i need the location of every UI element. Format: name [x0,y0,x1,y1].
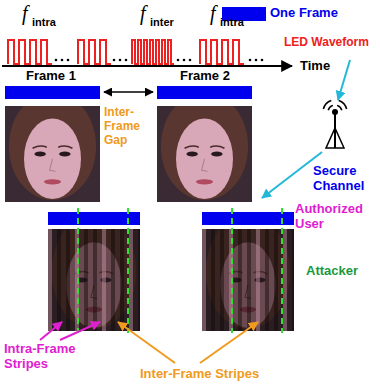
nose [202,159,208,171]
stripe [84,229,88,331]
stripe [274,229,278,331]
eye [186,152,197,157]
eye [34,152,45,157]
striped-face-image [48,229,140,331]
pointer-arrow [200,322,258,363]
channel-label: Secure Channel [313,164,377,194]
stripe [202,229,206,331]
eyebrow [185,146,199,148]
legend-text: One Frame [270,6,338,21]
stripe-label: Intra-Frame Stripes [4,342,96,372]
stripe [265,229,269,331]
nose [50,159,56,171]
radio-wave [339,101,347,109]
face-skin [176,118,233,199]
stripe [57,229,61,331]
frame-boundary [231,208,233,333]
face-skin [24,118,81,199]
antenna-base [326,128,344,148]
hair [161,106,248,200]
ellipsis-dot [249,59,252,62]
led-waveform [132,40,174,64]
ellipsis-dot [255,59,258,62]
ellipsis-dot [67,59,70,62]
striped-face-image [202,229,294,331]
stripe-label: Inter-Frame Stripes [140,367,259,382]
signal-arrow [338,60,350,100]
pointer-arrow [60,322,100,340]
lips [196,179,213,184]
frequency-subscript: inter [150,16,174,29]
waveform-label: LED Waveform [284,36,369,50]
frame-bar [48,212,140,225]
user-label: Authorized User [295,202,377,232]
ellipsis-dot [61,59,64,62]
stripe [102,229,106,331]
frequency-subscript: intra [220,16,244,29]
stripe [238,229,242,331]
pointer-arrow [118,322,175,363]
stripe [93,229,97,331]
frequency-symbol: f [140,2,146,25]
frame-bar [202,212,294,225]
radio-wave [328,105,333,110]
gap-label: Inter-Frame Gap [104,106,156,147]
led-waveform [78,40,111,64]
frame-bar [5,86,100,99]
pointer-arrow [40,322,62,340]
stripe [247,229,251,331]
ellipsis-dot [177,59,180,62]
led-waveform [200,40,244,64]
eyebrow [210,146,224,148]
frame-boundary [127,208,129,333]
frequency-symbol: f [22,2,28,25]
gap-arrow [104,91,153,93]
stripe [120,229,124,331]
frame-boundary [77,208,79,333]
ellipsis-dot [119,59,122,62]
stripe [48,229,52,331]
attacker-label: Attacker [306,264,358,279]
frequency-subscript: intra [32,16,56,29]
frame-bar [157,86,252,99]
ellipsis-dot [55,59,58,62]
face-image [157,106,252,202]
led-waveform [8,40,52,64]
stripe [211,229,215,331]
ellipsis-dot [113,59,116,62]
antenna-tip [332,109,338,115]
stripe [220,229,224,331]
stripe [66,229,70,331]
stripe [292,229,294,331]
hair [9,106,96,200]
ellipsis-dot [125,59,128,62]
frequency-symbol: f [210,2,216,25]
time-axis [2,65,292,67]
eyebrow [58,146,72,148]
frame-boundary [281,208,283,333]
eyebrow [33,146,47,148]
ellipsis-dot [261,59,264,62]
antenna-icon [323,101,346,148]
frame-label: Frame 1 [26,69,76,84]
stripe [129,229,133,331]
frame-label: Frame 2 [180,69,230,84]
lips [44,179,61,184]
stripe [256,229,260,331]
radio-wave [323,101,331,109]
eye [211,152,222,157]
axis-label: Time [300,59,330,74]
face-image [5,106,100,202]
stripe [111,229,115,331]
stripe [138,229,140,331]
stripe [283,229,287,331]
eye [59,152,70,157]
radio-wave [337,105,342,110]
ellipsis-dot [183,59,186,62]
ellipsis-dot [189,59,192,62]
